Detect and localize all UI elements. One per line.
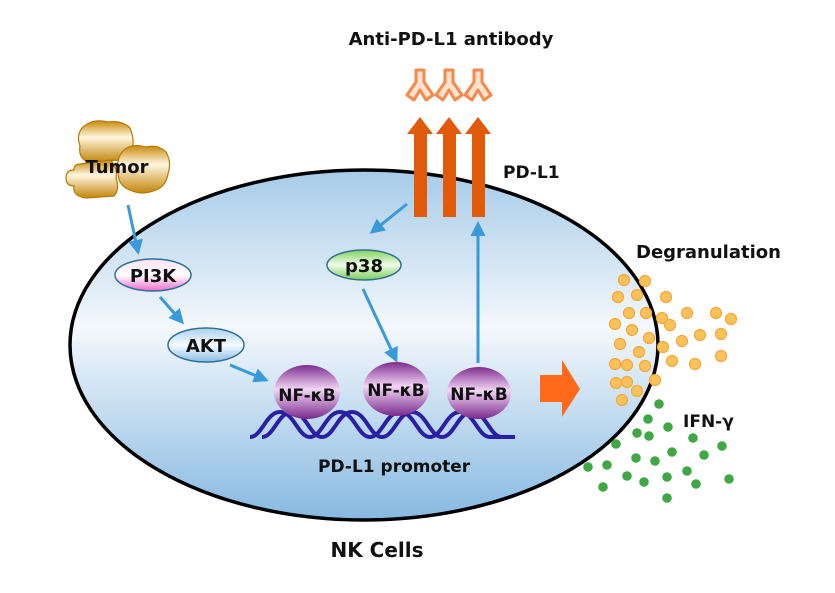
- pdl1-receptor-icon: [407, 117, 433, 217]
- degranulation-granules: [608, 273, 738, 407]
- granule-icon: [609, 376, 623, 390]
- secretion-arrow-icon: [540, 360, 580, 417]
- granule-icon: [639, 306, 653, 320]
- ifng-molecule-icon: [654, 399, 664, 409]
- p38-label: p38: [345, 256, 383, 277]
- granule-icon: [714, 327, 728, 341]
- pdl1-receptor-icon: [436, 117, 462, 217]
- node-p38: p38: [326, 249, 402, 281]
- ifng-molecule-icon: [717, 441, 727, 451]
- granule-icon: [622, 306, 636, 320]
- granule-icon: [709, 306, 723, 320]
- ifng-molecule-icon: [662, 493, 672, 503]
- granule-icon: [663, 318, 677, 332]
- ifng-molecule-icon: [631, 453, 641, 463]
- pi3k-label: PI3K: [130, 266, 177, 287]
- granule-icon: [688, 357, 702, 371]
- antibody-icon: [463, 68, 493, 102]
- node-nfkb-3: NF-κB: [447, 367, 511, 419]
- arrow-pi3k-to-akt: [158, 296, 184, 325]
- granule-icon: [630, 288, 644, 302]
- ifng-molecule-icon: [699, 450, 709, 460]
- granule-icon: [613, 337, 627, 351]
- ifng-molecule-icon: [688, 433, 698, 443]
- granule-icon: [638, 274, 652, 288]
- ifng-molecule-icon: [643, 414, 653, 424]
- antibody-icon: [434, 68, 464, 102]
- ifng-molecule-icon: [632, 428, 642, 438]
- nfkb-label: NF-κB: [367, 381, 424, 401]
- ifng-molecule-icon: [611, 439, 621, 449]
- node-nfkb-2: NF-κB: [363, 362, 429, 416]
- arrow-tumor-to-pi3k: [126, 204, 143, 255]
- node-akt: AKT: [167, 327, 245, 363]
- granule-icon: [693, 328, 707, 342]
- ifng-molecule-icon: [639, 477, 649, 487]
- granule-icon: [615, 393, 629, 407]
- arrow-p38-to-nfkb: [361, 288, 398, 363]
- ifng-molecule-icon: [602, 460, 612, 470]
- ifng-molecule-icon: [622, 471, 632, 481]
- granule-icon: [632, 345, 646, 359]
- akt-label: AKT: [186, 336, 227, 357]
- antibodies: [405, 68, 493, 102]
- granule-icon: [608, 317, 622, 331]
- pdl1-receptors: [407, 117, 491, 217]
- ifng-molecule-icon: [583, 462, 593, 472]
- ifng-molecule-icon: [598, 482, 608, 492]
- granule-icon: [608, 357, 622, 371]
- arrow-pdl1-to-p38: [369, 202, 408, 234]
- granule-icon: [620, 375, 634, 389]
- ifng-molecules: [583, 399, 734, 503]
- granule-icon: [656, 340, 670, 354]
- promoter-label: PD-L1 promoter: [318, 457, 471, 477]
- antibody-label: Anti-PD-L1 antibody: [349, 29, 554, 50]
- granule-icon: [611, 290, 625, 304]
- granule-icon: [665, 354, 679, 368]
- cell-label: NK Cells: [330, 538, 423, 562]
- granule-icon: [630, 384, 644, 398]
- granule-icon: [680, 306, 694, 320]
- ifng-molecule-icon: [644, 431, 654, 441]
- granule-icon: [638, 359, 652, 373]
- granule-icon: [675, 334, 689, 348]
- pdl1-receptor-icon: [465, 117, 491, 217]
- ifng-molecule-icon: [662, 472, 672, 482]
- pdl1-label: PD-L1: [503, 163, 560, 183]
- ifng-molecule-icon: [663, 422, 673, 432]
- antibody-icon: [405, 68, 435, 102]
- ifng-label: IFN-γ: [683, 412, 734, 432]
- ifng-molecule-icon: [724, 474, 734, 484]
- granule-icon: [659, 290, 673, 304]
- ifng-molecule-icon: [691, 479, 701, 489]
- ifng-molecule-icon: [682, 466, 692, 476]
- granule-icon: [714, 349, 728, 363]
- granule-icon: [617, 273, 631, 287]
- signaling-arrows: [126, 202, 486, 383]
- ifng-molecule-icon: [667, 447, 677, 457]
- granule-icon: [724, 312, 738, 326]
- degranulation-label: Degranulation: [636, 242, 781, 263]
- granule-icon: [648, 373, 662, 387]
- granule-icon: [642, 331, 656, 345]
- nfkb-label: NF-κB: [278, 386, 335, 406]
- granule-icon: [620, 358, 634, 372]
- node-pi3k: PI3K: [114, 258, 192, 292]
- ifng-molecule-icon: [650, 456, 660, 466]
- nfkb-label: NF-κB: [450, 385, 507, 405]
- tumor-label: Tumor: [85, 157, 148, 178]
- tumor-icon: [65, 120, 171, 199]
- granule-icon: [625, 323, 639, 337]
- arrow-akt-to-nfkb: [229, 363, 269, 383]
- node-nfkb-1: NF-κB: [274, 365, 340, 419]
- granule-icon: [655, 311, 669, 325]
